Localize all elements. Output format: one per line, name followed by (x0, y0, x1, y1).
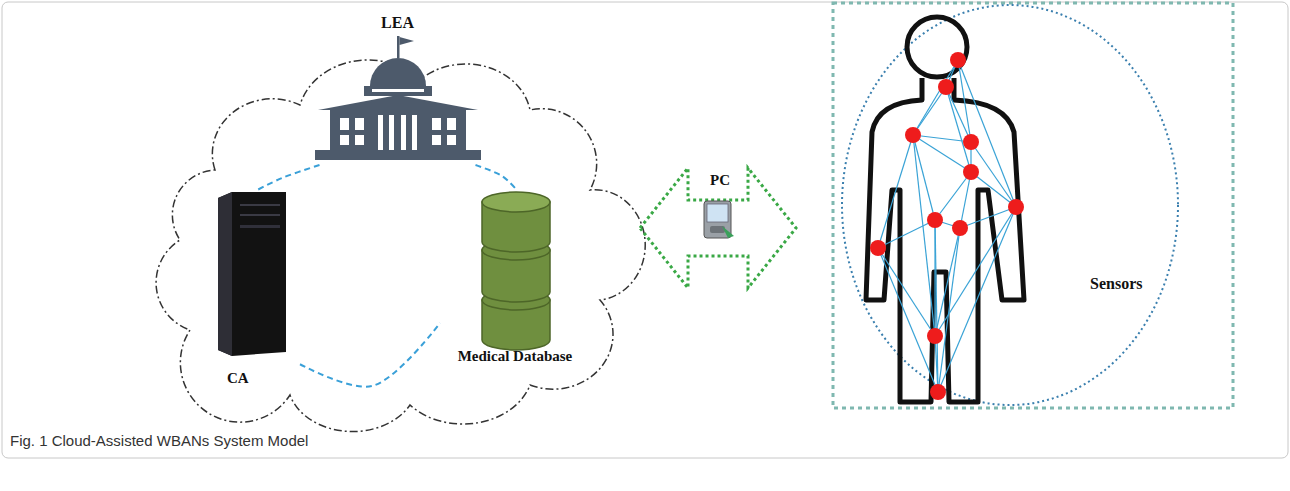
authority-node: LEA (300, 8, 495, 165)
building-icon (315, 36, 481, 160)
sensor-link (935, 207, 1016, 336)
body-area-ellipse (842, 5, 1178, 405)
sensor-dot (927, 212, 943, 228)
sensor-dot (952, 220, 968, 236)
node-label: PC (710, 172, 730, 189)
building-icon (370, 58, 426, 86)
figure-frame (2, 2, 1288, 458)
building-icon (364, 86, 432, 96)
sensor-link (935, 172, 971, 220)
cloud-outline (156, 60, 645, 432)
dashed-link (257, 165, 319, 190)
sensor-dot (950, 52, 966, 68)
sensor-link (878, 135, 913, 248)
human-body (907, 17, 967, 77)
building-icon (340, 89, 456, 150)
sensor-dot (938, 79, 954, 95)
building-icon (378, 115, 383, 150)
database-icon (482, 192, 550, 350)
sensor-dot (963, 134, 979, 150)
device-node: PC (695, 168, 745, 246)
building-icon (340, 135, 349, 145)
sensor-link (935, 220, 938, 392)
building-icon (401, 115, 406, 150)
building-icon (355, 118, 364, 130)
sensor-network (870, 52, 1024, 400)
node-label: CA (227, 370, 249, 387)
sensor-dot (1008, 199, 1024, 215)
database-icon (482, 192, 550, 212)
sensor-link (938, 207, 1016, 392)
sensor-link (960, 207, 1016, 228)
building-icon (397, 36, 400, 58)
building-icon (340, 118, 349, 130)
sensor-link (878, 220, 935, 248)
building-icon (400, 37, 415, 45)
sensor-dot (963, 164, 979, 180)
body-network-node: Sensors (833, 3, 1233, 408)
sensor-link (946, 87, 971, 142)
double-arrow (640, 168, 796, 288)
sensor-link (946, 87, 971, 172)
building-icon (432, 118, 441, 130)
sensor-frame (833, 3, 1233, 408)
node-label: Medical Database (458, 348, 573, 365)
node-label: LEA (381, 14, 414, 32)
sensor-link (938, 228, 960, 392)
building-icon (330, 110, 466, 150)
server-icon (240, 204, 280, 206)
sensor-link (878, 248, 938, 392)
sensor-dot (905, 127, 921, 143)
dashed-link (300, 323, 440, 387)
sensor-dot (927, 328, 943, 344)
building-icon (372, 89, 424, 92)
server-icon (218, 192, 286, 356)
database-node: Medical Database (440, 188, 590, 368)
server-icon (218, 192, 286, 356)
handheld-icon (707, 204, 728, 222)
sensor-dot (870, 240, 886, 256)
server-node: CA (205, 190, 300, 395)
server-icon (240, 225, 280, 228)
sensor-link (958, 60, 971, 142)
human-body (866, 17, 1024, 402)
sensor-link (958, 60, 1016, 207)
dashed-link (476, 165, 516, 188)
server-icon (218, 192, 232, 356)
building-icon (318, 95, 478, 110)
handheld-icon (704, 201, 734, 238)
human-body (866, 78, 1024, 402)
sensor-link (913, 135, 935, 220)
building-icon (447, 118, 456, 130)
sensor-link (913, 87, 946, 135)
building-icon (412, 115, 417, 150)
building-icon (315, 150, 481, 160)
sensor-link (913, 135, 971, 172)
building-icon (355, 135, 364, 145)
handheld-icon (722, 226, 734, 238)
node-label: Sensors (1090, 275, 1142, 293)
figure-caption: Fig. 1 Cloud-Assisted WBANs System Model (10, 432, 308, 449)
sensor-link (960, 172, 971, 228)
sensor-link (913, 135, 935, 336)
building-icon (389, 115, 394, 150)
server-icon (240, 214, 280, 216)
sensor-dot (930, 384, 946, 400)
building-icon (447, 135, 456, 145)
building-icon (432, 135, 441, 145)
